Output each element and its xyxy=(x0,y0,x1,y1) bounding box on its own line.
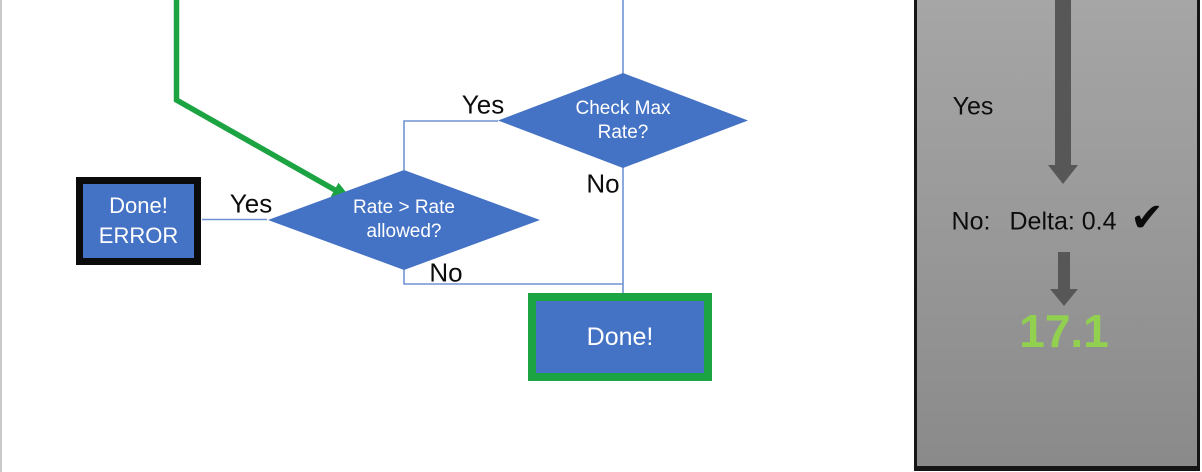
decision-check-max-rate: Check Max Rate? xyxy=(498,73,748,168)
done-error-line2: ERROR xyxy=(98,223,179,248)
connector-yes-check-max-to-rate-allowed xyxy=(403,120,498,170)
slide-left-edge xyxy=(0,0,2,472)
decision-rate-allowed: Rate > Rate allowed? xyxy=(268,170,540,270)
label-yes-rate-allowed: Yes xyxy=(229,188,273,219)
label-no-rate-allowed: No xyxy=(429,257,463,288)
label-no-check-max: No xyxy=(586,168,620,199)
green-flow-arrow-line xyxy=(173,0,337,193)
decision-check-max-rate-label: Check Max Rate? xyxy=(575,97,671,143)
panel-yes-label: Yes xyxy=(952,92,994,121)
done-error-box: Done! ERROR xyxy=(76,177,201,265)
panel-no-label: No: xyxy=(951,207,991,236)
decision-rate-allowed-label: Rate > Rate allowed? xyxy=(353,197,455,242)
done-box-label: Done! xyxy=(586,322,654,351)
label-yes-check-max: Yes xyxy=(461,89,505,120)
done-error-line1: Done! xyxy=(109,193,168,219)
panel-result-value: 17.1 xyxy=(1019,305,1109,357)
panel-delta-label: Delta: 0.4 xyxy=(1009,207,1117,236)
check-icon: ✔ xyxy=(1130,196,1164,240)
done-box: Done! xyxy=(528,293,712,381)
